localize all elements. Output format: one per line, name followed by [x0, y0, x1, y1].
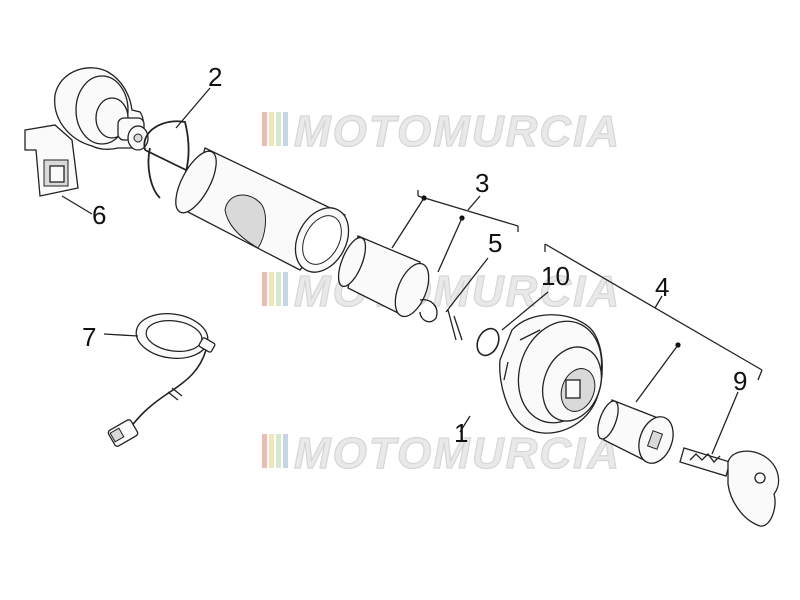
label-3: 3 — [475, 168, 489, 198]
leader-5 — [445, 257, 489, 313]
label-1: 1 — [454, 418, 468, 448]
watermark-top: MOTOMURCIA — [262, 106, 621, 157]
leader-2 — [175, 87, 211, 129]
part-4-lock-barrel — [597, 399, 674, 464]
leader-6 — [61, 195, 93, 215]
part-10-o-ring — [476, 327, 500, 357]
label-10: 10 — [541, 261, 570, 291]
part-tube — [175, 147, 350, 273]
leader-1 — [459, 415, 471, 433]
watermark-text: MOTOMURCIA — [294, 107, 621, 156]
label-9: 9 — [733, 366, 747, 396]
part-9-key — [679, 447, 780, 527]
bracket-3 — [417, 195, 519, 227]
part-1-lock-housing — [499, 314, 603, 434]
label-6: 6 — [92, 200, 106, 230]
label-5: 5 — [488, 228, 502, 258]
leader-7 — [103, 333, 139, 337]
label-2: 2 — [208, 62, 222, 92]
label-4: 4 — [655, 272, 669, 302]
part-6-ignition-switch — [24, 67, 149, 197]
leader-10 — [501, 291, 549, 331]
part-7-ring-antenna — [107, 312, 216, 447]
watermark-bottom: MOTOMURCIA — [262, 428, 621, 479]
bracket-4 — [544, 243, 763, 371]
part-3-sleeve — [337, 235, 463, 341]
leader-9 — [711, 391, 739, 455]
label-7: 7 — [82, 322, 96, 352]
watermark-text: MOTOMURCIA — [294, 429, 621, 478]
